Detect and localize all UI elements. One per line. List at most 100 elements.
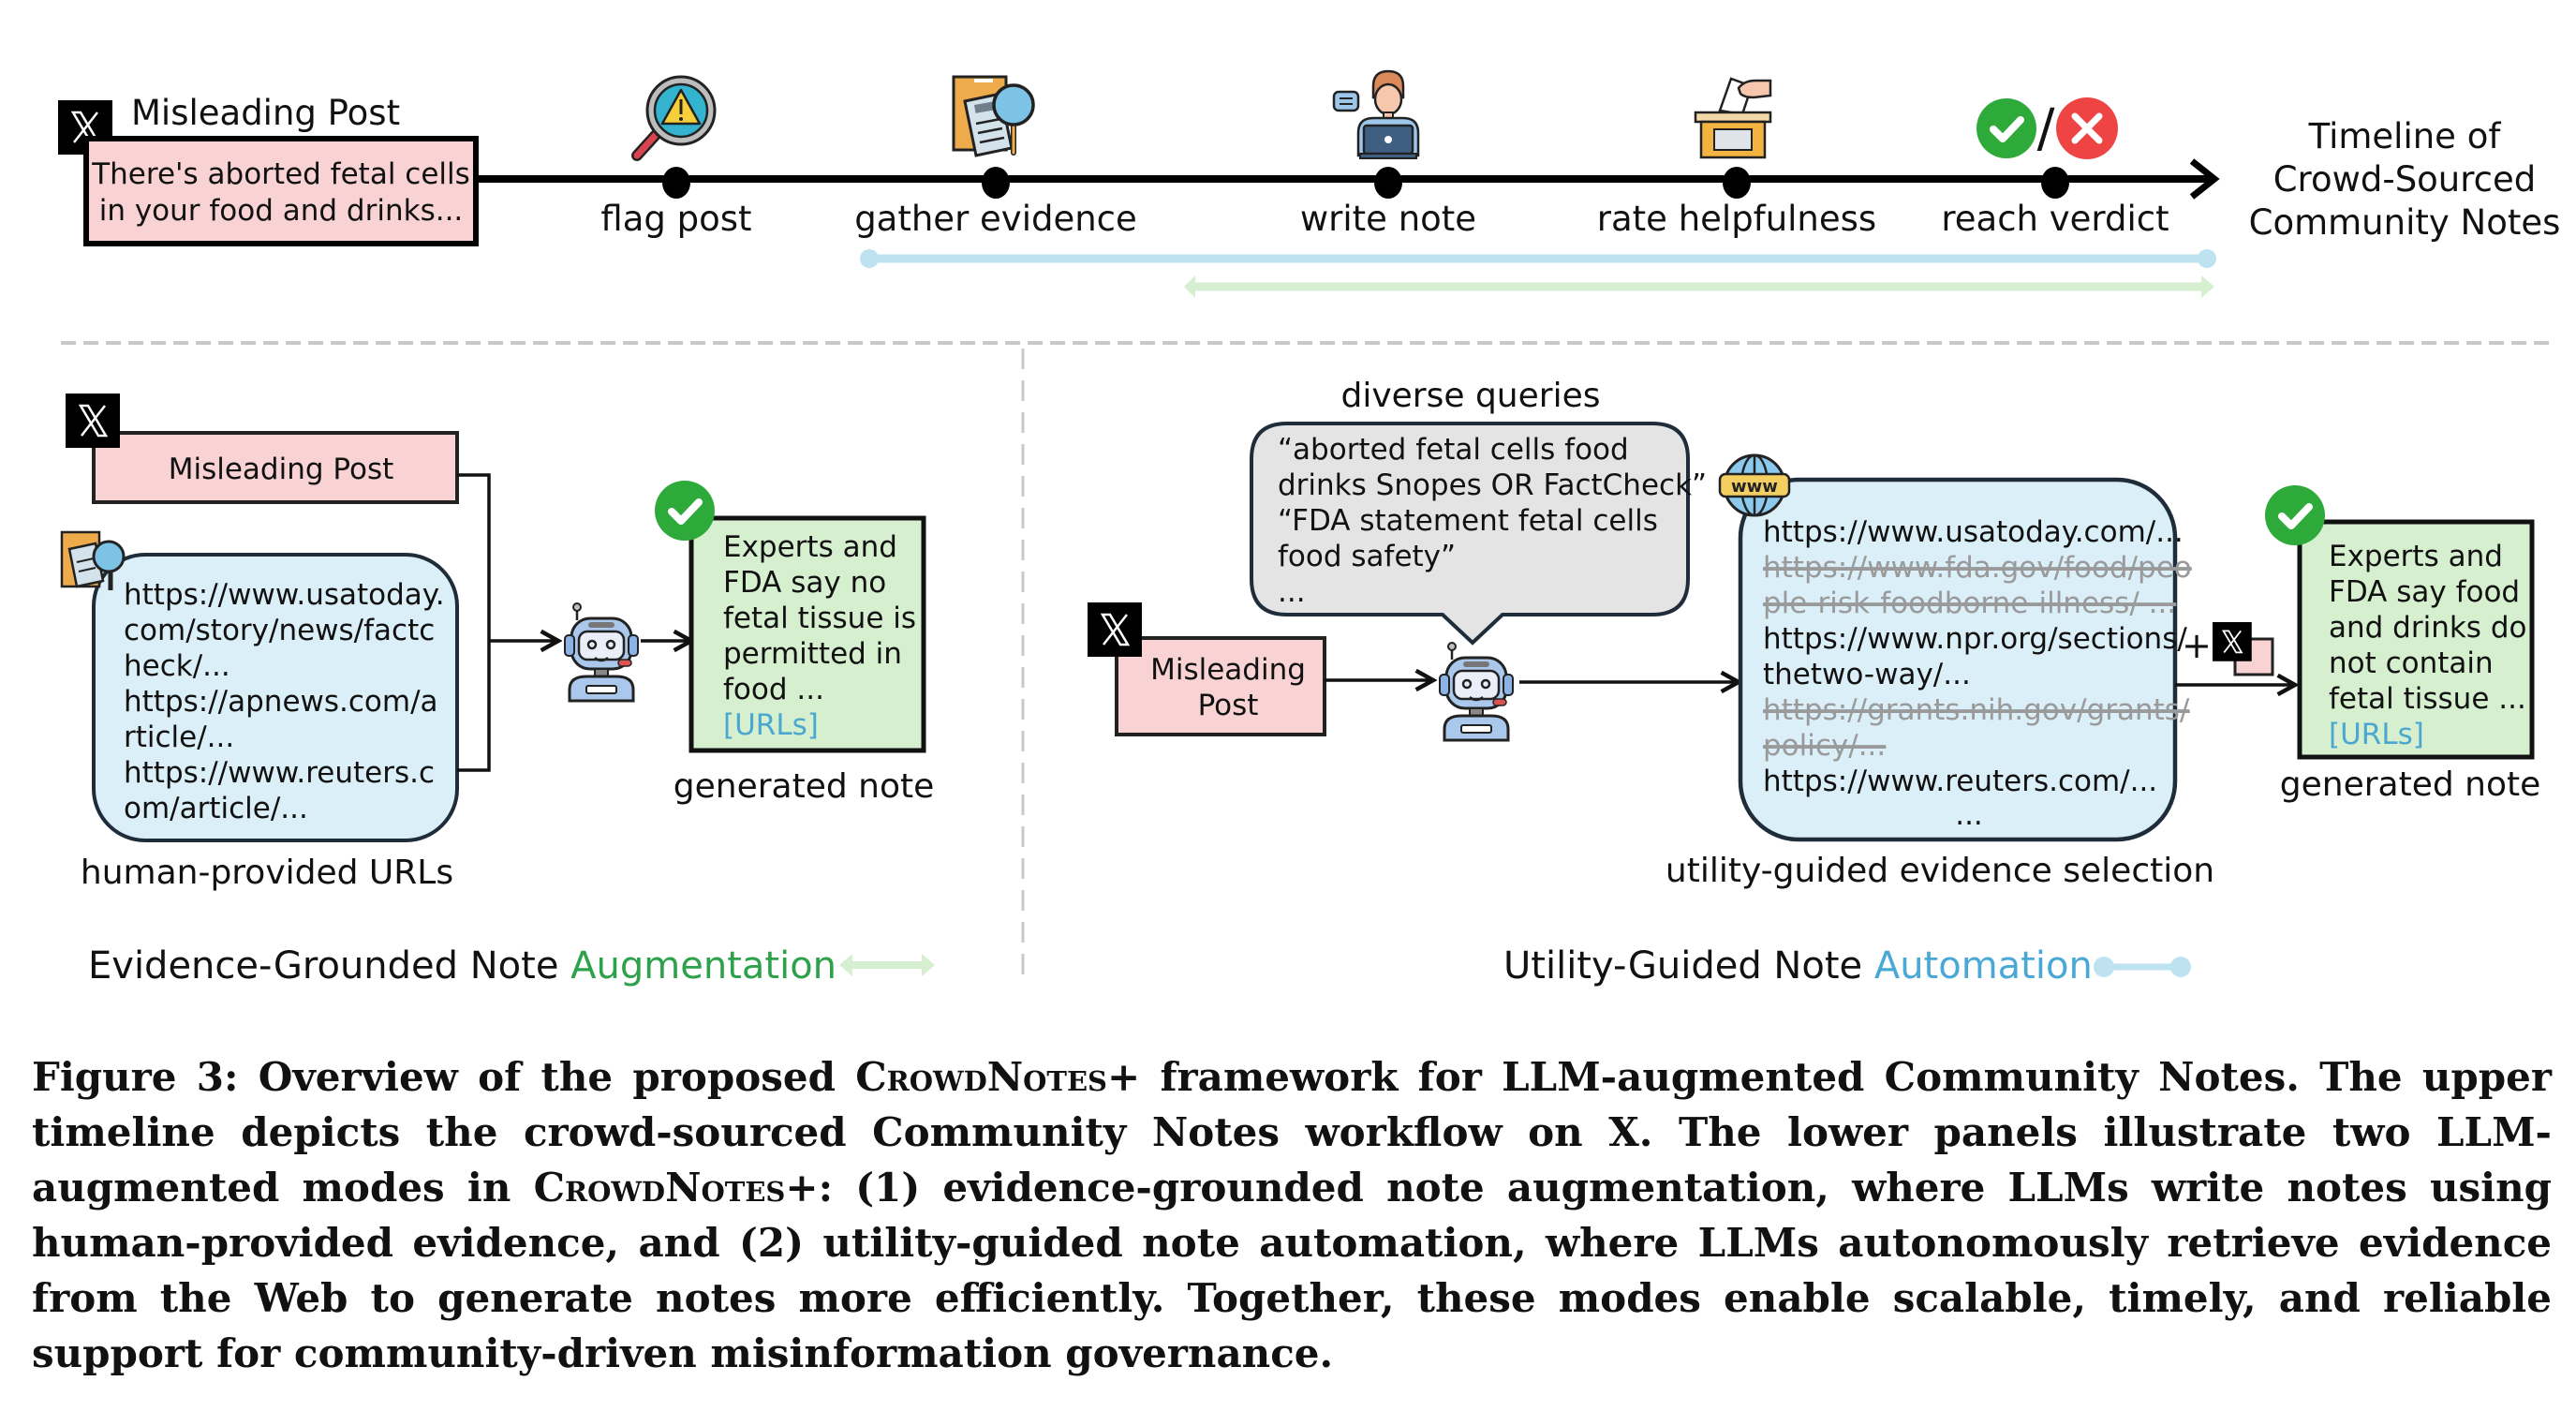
auto-note-line: fetal tissue ... <box>2329 682 2526 716</box>
caption-text-2: framework for LLM-augmented Community No… <box>32 1054 2552 1210</box>
figure-label: Figure 3: <box>32 1054 239 1100</box>
folder-search-icon <box>60 530 126 590</box>
evidence-more-ellipsis: ... <box>1955 798 1983 832</box>
automation-legend-bar <box>2094 957 2191 977</box>
timeline: Misleading Post There's aborted fetal ce… <box>56 69 2560 298</box>
automation-mode-title: Utility-Guided Note Automation <box>1503 944 2093 988</box>
timeline-arrowhead-icon <box>2189 158 2220 200</box>
timeline-step-label: rate helpfulness <box>1597 199 1876 239</box>
figure-caption: Figure 3: Overview of the proposed Crowd… <box>32 1049 2552 1381</box>
timeline-post-text-line-2: in your food and drinks... <box>99 194 464 228</box>
globe-badge-text: www <box>1731 477 1778 497</box>
human-url-line: https://www.usatoday. <box>124 578 445 612</box>
discarded-evidence-url: https://grants.nih.gov/grants/ <box>1763 693 2190 727</box>
human-url-line: https://www.reuters.c <box>124 756 435 790</box>
system-name: CrowdNotes+ <box>855 1054 1141 1100</box>
search-query-line: “FDA statement fetal cells <box>1278 504 1658 538</box>
x-logo-icon <box>1086 601 1144 659</box>
person-laptop-icon <box>1332 69 1420 159</box>
automation-span-bar <box>860 249 2216 268</box>
system-name: CrowdNotes+ <box>533 1165 819 1210</box>
auto-misleading-post-box <box>1115 636 1326 736</box>
timeline-step-dot <box>662 167 690 199</box>
search-query-line: food safety” <box>1278 540 1456 573</box>
auto-note-line: FDA say food <box>2329 575 2520 609</box>
human-url-line: om/article/... <box>124 792 308 825</box>
timeline-post-text-line-1: There's aborted fetal cells <box>91 157 470 191</box>
aug-generated-note-box <box>688 515 926 753</box>
aug-misleading-post-box <box>92 431 459 504</box>
auto-generated-note-box <box>2297 519 2535 760</box>
auto-note-urls-link: [URLs] <box>2329 718 2424 751</box>
timeline-post-header: Misleading Post <box>131 93 400 133</box>
timeline-title-line-2: Crowd-Sourced <box>2273 159 2537 200</box>
verdict-separator: / <box>2037 98 2055 159</box>
timeline-step-dot <box>982 167 1010 199</box>
automation-panel: diverse queries “aborted fetal cells foo… <box>1086 377 2541 988</box>
human-url-caption: human-provided URLs <box>81 854 453 892</box>
auto-post-label-line-2: Post <box>1198 689 1259 722</box>
selected-evidence-url: thetwo-way/... <box>1763 658 1971 691</box>
aug-note-line: food ... <box>723 673 824 706</box>
evidence-selection-caption: utility-guided evidence selection <box>1666 852 2214 890</box>
human-url-line: heck/... <box>124 649 230 683</box>
aug-note-line: Experts and <box>723 530 897 564</box>
timeline-step-label: gather evidence <box>854 199 1137 239</box>
search-query-line: ... <box>1278 575 1306 609</box>
auto-note-line: Experts and <box>2329 540 2503 573</box>
timeline-post-box <box>83 136 479 246</box>
selected-evidence-url: https://www.npr.org/sections/ <box>1763 622 2187 656</box>
auto-post-label-line-1: Misleading <box>1150 653 1306 687</box>
discarded-evidence-url: https://www.fda.gov/food/peo <box>1763 551 2192 585</box>
auto-generated-note-caption: generated note <box>2280 765 2541 804</box>
llm-robot-icon <box>1438 641 1515 742</box>
human-url-line: https://apnews.com/a <box>124 685 438 719</box>
query-speech-bubble <box>1250 422 1690 646</box>
folder-search-icon <box>952 75 1035 157</box>
check-or-cross-icon: / <box>1976 97 2118 159</box>
timeline-step-dot <box>1723 167 1751 199</box>
check-icon <box>655 481 715 541</box>
auto-note-line: and drinks do <box>2329 611 2526 645</box>
caption-text-1: Overview of the proposed <box>258 1054 836 1100</box>
diverse-queries-caption: diverse queries <box>1341 377 1601 415</box>
timeline-title-line-1: Timeline of <box>2308 116 2502 156</box>
automation-mode-title-plain: Utility-Guided Note <box>1503 944 1862 988</box>
augmentation-span-bar <box>1184 275 2214 298</box>
augmentation-mode-title: Evidence-Grounded Note Augmentation <box>88 944 836 988</box>
plus-sign: + <box>2182 625 2212 666</box>
selected-evidence-url: https://www.reuters.com/... <box>1763 765 2157 798</box>
aug-note-line: FDA say no <box>723 566 886 600</box>
timeline-step-label: reach verdict <box>1941 199 2169 239</box>
timeline-step-label: flag post <box>600 199 751 239</box>
cross-icon <box>2056 97 2118 159</box>
x-logo-icon <box>64 392 122 450</box>
aug-misleading-post-label: Misleading Post <box>169 453 394 486</box>
check-icon <box>2265 485 2325 545</box>
human-url-line: com/story/news/factc <box>124 614 435 647</box>
human-url-box <box>92 553 459 842</box>
timeline-step-dot <box>1374 167 1402 199</box>
selected-evidence-url: https://www.usatoday.com/... <box>1763 515 2184 549</box>
automation-mode-title-accent: Automation <box>1874 944 2093 988</box>
timeline-step-label: write note <box>1300 199 1476 239</box>
post-mini-icon <box>2212 621 2274 676</box>
magnifier-warning-icon <box>631 75 717 161</box>
discarded-evidence-url: ple-risk-foodborne-illness/ ... <box>1763 587 2176 620</box>
aug-note-line: fetal tissue is <box>723 602 916 635</box>
discarded-evidence-url: policy/... <box>1763 729 1886 763</box>
search-query-line: “aborted fetal cells food <box>1278 433 1629 467</box>
augmentation-mode-title-accent: Augmentation <box>570 944 836 988</box>
search-query-line: drinks Snopes OR FactCheck” <box>1278 468 1707 502</box>
aug-note-line: permitted in <box>723 637 902 671</box>
check-icon <box>1976 98 2036 158</box>
globe-www-icon: www <box>1718 453 1791 517</box>
input-bracket <box>457 473 491 772</box>
augmentation-mode-title-plain: Evidence-Grounded Note <box>88 944 558 988</box>
timeline-step-dot <box>2041 167 2069 199</box>
human-url-line: rticle/... <box>124 720 234 754</box>
caption-text-3: : (1) evidence-grounded note augmentatio… <box>32 1165 2553 1376</box>
augmentation-legend-bar <box>839 954 935 976</box>
ballot-box-icon <box>1694 77 1772 159</box>
